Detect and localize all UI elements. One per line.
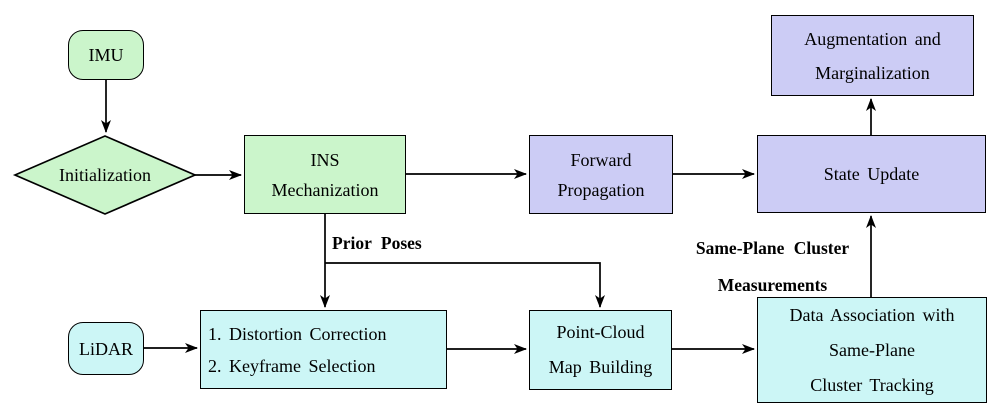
preprocessing-node: 1. Distortion Correction 2. Keyframe Sel…: [200, 310, 447, 389]
edge-prior-poses-branch-to-map-building: [325, 262, 605, 308]
state-update-node: State Update: [757, 135, 986, 213]
imu-node: IMU: [68, 30, 144, 80]
same-plane-cluster-measurements-edge-label: Same-Plane Cluster Measurements: [655, 230, 890, 304]
ins-mechanization-line2: Mechanization: [271, 179, 379, 200]
point-cloud-line1: Point-Cloud: [556, 322, 645, 342]
imu-node-label: IMU: [88, 45, 124, 65]
preprocessing-line1: 1. Distortion Correction: [208, 323, 387, 344]
forward-propagation-node: Forward Propagation: [529, 135, 673, 214]
point-cloud-line2: Map Building: [548, 357, 653, 377]
ins-mechanization-line1: INS: [310, 149, 340, 170]
prior-poses-edge-label: Prior Poses: [332, 233, 422, 253]
initialization-node-label: Initialization: [59, 164, 151, 185]
lidar-node: LiDAR: [68, 322, 144, 375]
augmentation-marginalization-node: Augmentation and Marginalization: [771, 15, 974, 96]
same-plane-cluster-label-line1: Same-Plane Cluster: [695, 238, 850, 258]
forward-propagation-line1: Forward: [570, 149, 632, 170]
same-plane-cluster-label-line2: Measurements: [717, 275, 828, 295]
data-association-line3: Cluster Tracking: [810, 374, 934, 395]
data-association-node: Data Association with Same-Plane Cluster…: [757, 297, 987, 403]
ins-mechanization-node: INS Mechanization: [244, 135, 406, 214]
data-association-line2: Same-Plane: [829, 339, 915, 360]
forward-propagation-line2: Propagation: [557, 179, 645, 200]
point-cloud-map-building-node: Point-Cloud Map Building: [529, 310, 672, 390]
lidar-node-label: LiDAR: [79, 338, 133, 359]
preprocessing-line2: 2. Keyframe Selection: [208, 355, 376, 376]
augmentation-line1: Augmentation and: [804, 28, 941, 49]
augmentation-line2: Marginalization: [815, 62, 930, 83]
state-update-label: State Update: [823, 164, 920, 184]
